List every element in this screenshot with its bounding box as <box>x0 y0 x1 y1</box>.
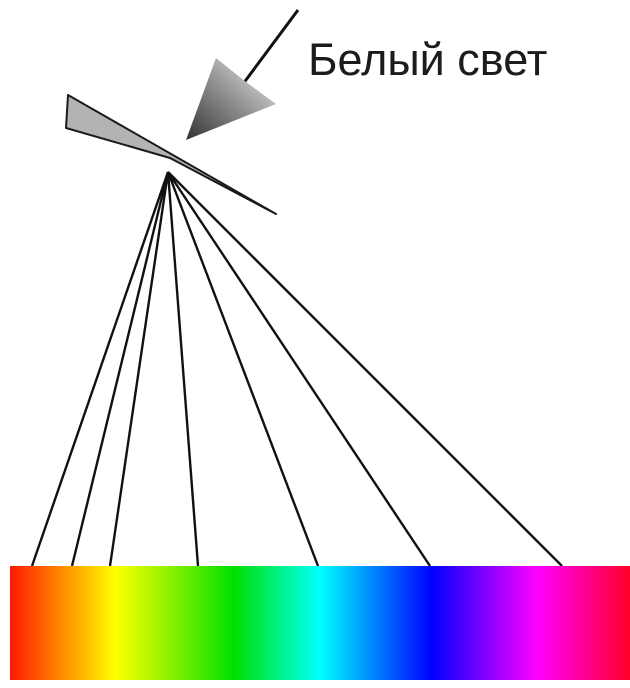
ray-2 <box>72 172 168 566</box>
spectrum-band <box>10 566 630 680</box>
incident-ray <box>240 10 298 88</box>
incident-arrowhead <box>186 58 276 140</box>
white-light-label: Белый свет <box>308 34 547 86</box>
ray-5 <box>168 172 318 566</box>
ray-4 <box>168 172 198 566</box>
dispersed-rays <box>32 172 562 566</box>
ray-7 <box>168 172 562 566</box>
ray-3 <box>110 172 168 566</box>
ray-6 <box>168 172 430 566</box>
ray-1 <box>32 172 168 566</box>
